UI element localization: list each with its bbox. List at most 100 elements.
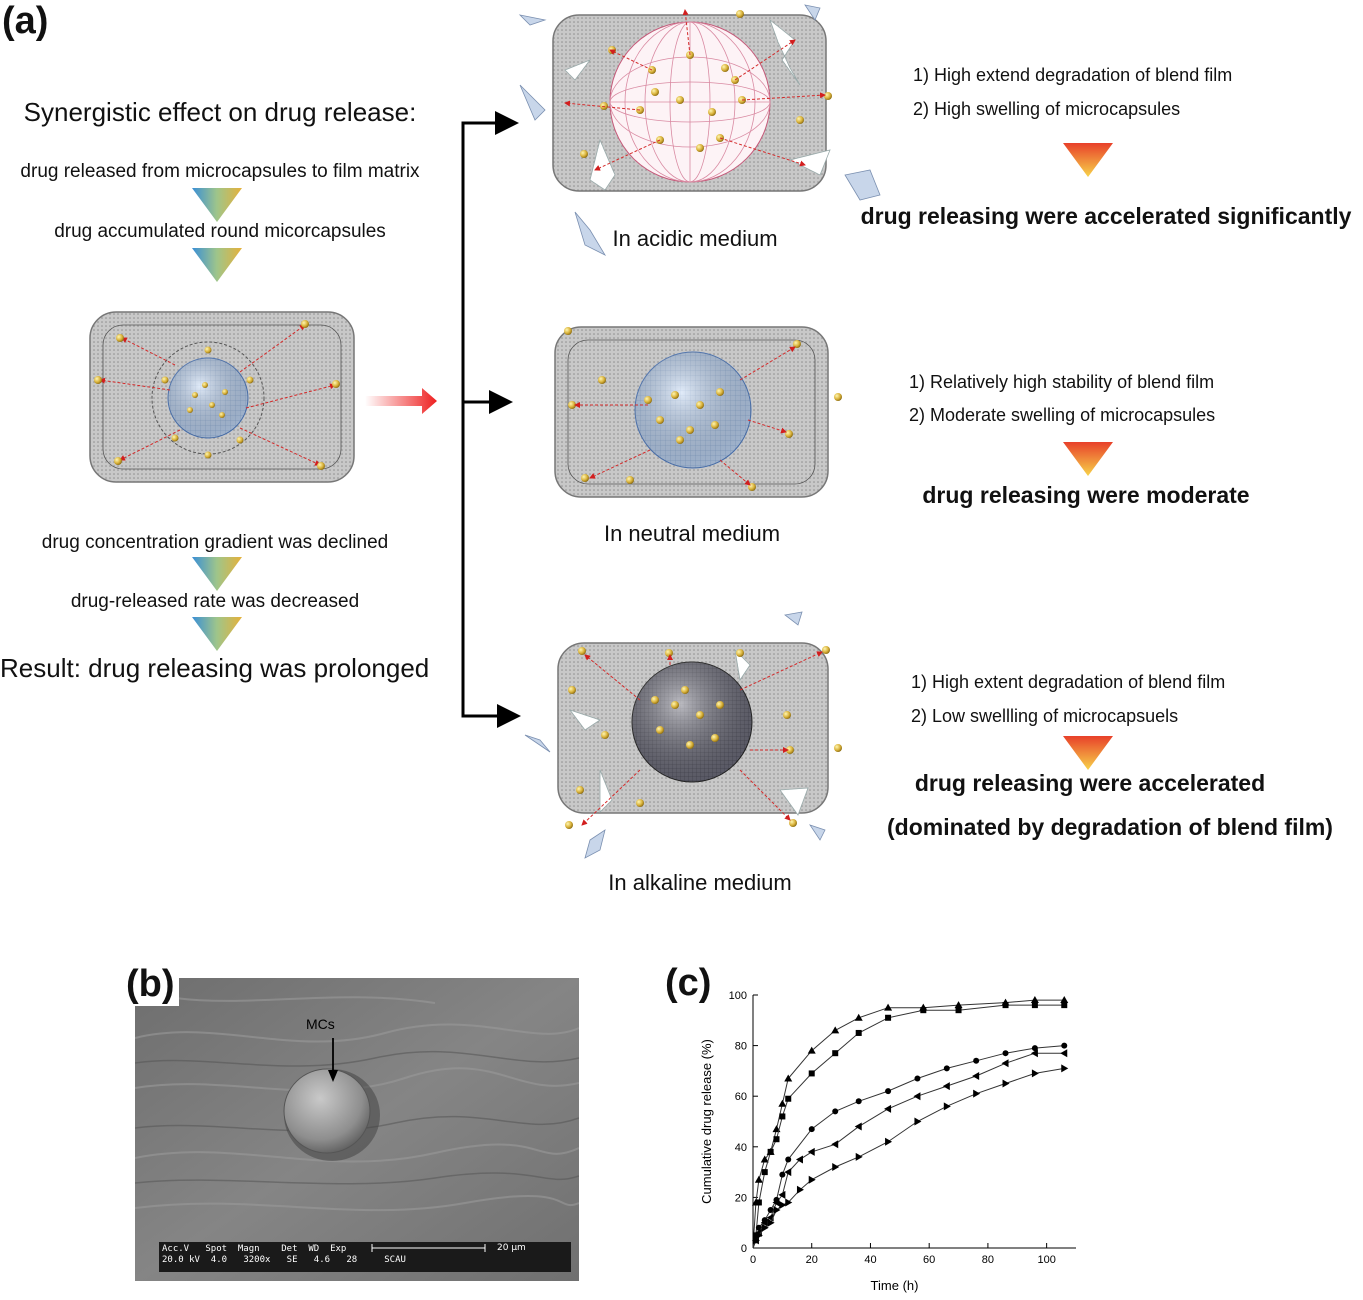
- data-point: [795, 1155, 803, 1164]
- x-axis-label: Time (h): [871, 1278, 919, 1293]
- mcs-annotation: MCs: [306, 1016, 335, 1032]
- alkaline-film-illustration: [524, 611, 842, 859]
- y-tick-label: 60: [735, 1091, 747, 1103]
- x-tick-label: 20: [806, 1254, 818, 1266]
- flow-triangle-4: [192, 617, 242, 651]
- data-point: [1002, 1002, 1009, 1009]
- data-point: [955, 1007, 962, 1014]
- y-axis-label: Cumulative drug release (%): [699, 1039, 714, 1204]
- data-point: [767, 1148, 774, 1155]
- sem-texture: [135, 978, 579, 1281]
- alkaline-conclusion-2: (dominated by degradation of blend film): [887, 814, 1333, 840]
- databar-exp-val: 28: [346, 1255, 358, 1265]
- acidic-film-illustration: [518, 4, 881, 256]
- data-point: [808, 1175, 816, 1184]
- series-line-2: [752, 1045, 1065, 1249]
- databar-magn-val: 3200x: [243, 1255, 271, 1265]
- data-point: [973, 1057, 980, 1064]
- data-point: [914, 1117, 922, 1126]
- panel-a-diagram: [89, 4, 1113, 859]
- data-point: [885, 1137, 893, 1146]
- x-tick-label: 0: [750, 1254, 756, 1266]
- data-point: [760, 1155, 769, 1163]
- data-point: [761, 1169, 768, 1176]
- alkaline-conclusion-1: drug releasing were accelerated: [914, 770, 1266, 796]
- databar-wd-val: 4.6: [313, 1255, 331, 1265]
- data-point: [767, 1218, 775, 1227]
- data-point: [972, 1071, 980, 1080]
- panel-c-label: (c): [665, 962, 712, 1004]
- neutral-film-illustration: [554, 326, 842, 498]
- data-point: [767, 1207, 774, 1214]
- data-point: [1060, 996, 1069, 1004]
- data-point: [796, 1185, 804, 1194]
- neutral-down-triangle: [1063, 442, 1113, 476]
- data-point: [755, 1199, 762, 1206]
- data-point: [807, 1147, 815, 1156]
- data-point: [1061, 1002, 1068, 1009]
- panel-b-label: (b): [122, 962, 179, 1006]
- databar-spot: Spot: [205, 1244, 228, 1254]
- alkaline-mechanism-1: 1) High extent degradation of blend film: [911, 672, 1226, 692]
- flow-step-3: drug concentration gradient was declined: [41, 532, 389, 553]
- data-point: [772, 1198, 780, 1207]
- data-point: [808, 1126, 815, 1133]
- data-point: [754, 1175, 763, 1183]
- data-point: [1031, 1069, 1039, 1078]
- data-point: [1061, 1064, 1069, 1073]
- flow-triangle-1: [192, 188, 242, 222]
- data-point: [832, 1108, 839, 1115]
- data-point: [785, 1095, 792, 1102]
- databar-kv: 20.0 kV: [162, 1255, 200, 1265]
- acidic-down-triangle: [1063, 143, 1113, 177]
- data-point: [785, 1198, 793, 1207]
- data-point: [973, 1089, 981, 1098]
- data-point: [885, 1014, 892, 1021]
- panel-a-label: (a): [2, 0, 49, 42]
- data-point: [854, 1122, 862, 1131]
- data-point: [1061, 1042, 1068, 1049]
- flow-step-4: drug-released rate was decreased: [70, 591, 360, 612]
- data-point: [755, 1231, 763, 1240]
- databar-magn: Magn: [237, 1244, 260, 1254]
- flow-triangle-2: [192, 248, 242, 282]
- data-point: [832, 1050, 839, 1057]
- microcapsule: [283, 1068, 371, 1154]
- neutral-conclusion: drug releasing were moderate: [922, 482, 1250, 508]
- data-point: [831, 1026, 840, 1034]
- alkaline-down-triangle: [1063, 736, 1113, 770]
- transition-arrow: [365, 388, 437, 414]
- y-tick-label: 0: [741, 1243, 747, 1255]
- data-point: [778, 1099, 787, 1107]
- x-tick-label: 40: [864, 1254, 876, 1266]
- data-point: [884, 1104, 892, 1113]
- data-point: [832, 1163, 840, 1172]
- databar-wd: WD: [308, 1244, 320, 1254]
- series-line-0: [752, 999, 1065, 1249]
- x-tick-label: 60: [923, 1254, 935, 1266]
- data-point: [752, 1236, 760, 1245]
- data-point: [831, 1140, 839, 1149]
- data-point: [943, 1065, 950, 1072]
- x-tick-label: 100: [1037, 1254, 1055, 1266]
- data-point: [914, 1075, 921, 1082]
- sem-image: MCs Acc.V Spot Magn Det WD Exp 20.0 kV 4…: [135, 978, 579, 1281]
- y-tick-label: 100: [729, 990, 747, 1002]
- data-point: [854, 1013, 863, 1021]
- data-point: [855, 1098, 862, 1105]
- data-point: [1002, 1050, 1009, 1057]
- flow-triangle-3: [192, 557, 242, 591]
- data-point: [884, 1003, 893, 1011]
- y-tick-label: 20: [735, 1192, 747, 1204]
- data-point: [1031, 1045, 1038, 1052]
- acidic-conclusion: drug releasing were accelerated signific…: [860, 203, 1352, 229]
- data-point: [943, 1102, 951, 1111]
- data-point: [773, 1206, 781, 1215]
- databar-lab: SCAU: [384, 1255, 406, 1265]
- data-point: [1030, 1049, 1038, 1058]
- data-point: [920, 1007, 927, 1014]
- neutral-mechanism-1: 1) Relatively high stability of blend fi…: [909, 372, 1215, 392]
- y-tick-label: 80: [735, 1041, 747, 1053]
- data-point: [885, 1088, 892, 1095]
